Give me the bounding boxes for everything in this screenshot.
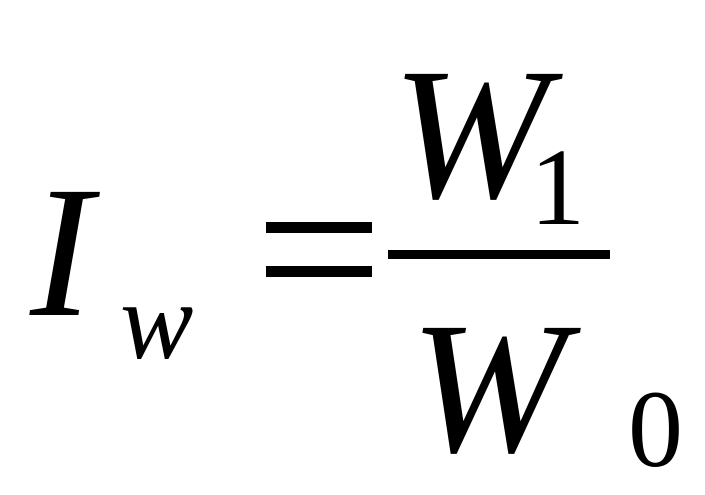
numerator-symbol: W [392,29,549,238]
equals-sign-bottom-bar [266,266,372,277]
denominator-symbol: W [410,283,567,492]
denominator-subscript: 0 [628,368,683,490]
lhs-subscript: w [120,260,194,382]
equals-sign-top-bar [266,222,372,233]
numerator-subscript: 1 [530,126,585,248]
fraction-bar [388,250,610,259]
lhs-symbol: I [30,147,93,356]
